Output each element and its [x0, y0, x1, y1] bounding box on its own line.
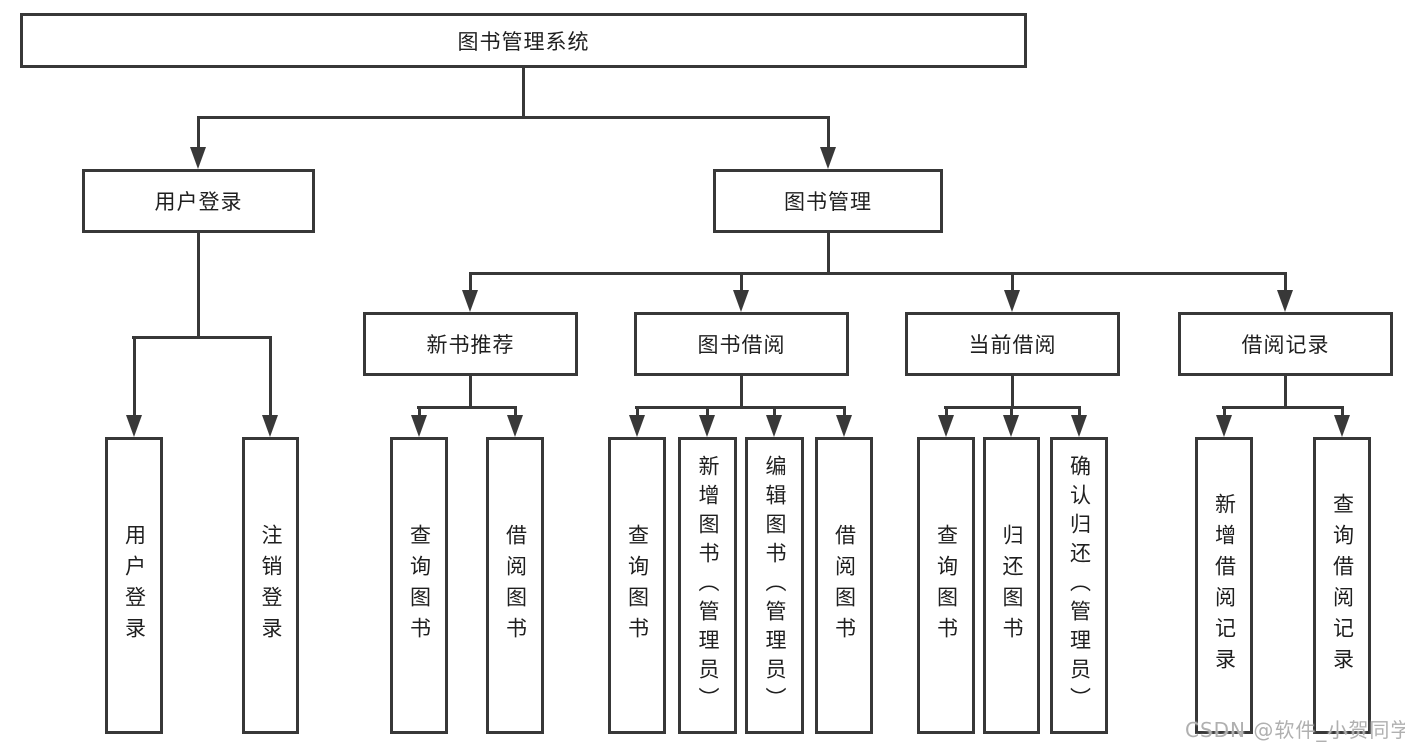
node-label: 图书借阅: [697, 333, 786, 357]
connector-user-login-stem: [197, 233, 200, 339]
connector-book-management-stem: [827, 233, 830, 275]
node-new-book-recommend: 新书推荐: [363, 312, 578, 376]
connector-borrow-records-stem: [1284, 376, 1287, 409]
arrow-to-nb-query-book: [411, 406, 427, 437]
arrow-to-cb-confirm-return: [1071, 406, 1087, 437]
connector-book-management-branch: [469, 272, 1287, 275]
node-label: 用户登录: [122, 523, 147, 648]
arrow-to-bb-add-book: [699, 406, 715, 437]
node-leaf-cb-return-book: 归还图书: [983, 437, 1040, 734]
connector-book-borrow-branch: [635, 406, 846, 409]
node-leaf-bb-borrow-book: 借阅图书: [815, 437, 873, 734]
node-label: 新增图书（管理员）: [696, 455, 720, 716]
node-leaf-nb-borrow-book: 借阅图书: [486, 437, 544, 734]
node-current-borrow: 当前借阅: [905, 312, 1120, 376]
node-leaf-nb-query-book: 查询图书: [390, 437, 448, 734]
arrow-to-borrow-records: [1277, 272, 1293, 312]
node-leaf-bb-query-book: 查询图书: [608, 437, 666, 734]
arrow-to-cb-return-book: [1003, 406, 1019, 437]
arrow-to-br-add-record: [1216, 406, 1232, 437]
node-label: 注销登录: [259, 523, 283, 648]
node-leaf-bb-edit-book-admin: 编辑图书（管理员）: [745, 437, 804, 734]
arrow-to-new-book-recommend: [462, 272, 478, 312]
node-label: 确认归还（管理员）: [1067, 455, 1092, 716]
node-label: 用户登录: [154, 190, 243, 214]
node-label: 查询图书: [407, 523, 432, 648]
connector-new-book-branch: [417, 406, 517, 409]
node-label: 新增借阅记录: [1212, 492, 1237, 679]
arrow-to-bb-query-book: [629, 406, 645, 437]
arrow-to-bb-borrow-book: [836, 406, 852, 437]
node-label: 查询借阅记录: [1330, 492, 1355, 679]
arrow-to-leaf-logout: [262, 336, 278, 437]
node-label: 新书推荐: [426, 333, 515, 357]
node-book-management: 图书管理: [713, 169, 943, 233]
connector-borrow-records-branch: [1222, 406, 1344, 409]
node-label: 查询图书: [934, 523, 959, 648]
connector-root-stem: [522, 68, 525, 119]
connector-user-login-branch: [132, 336, 272, 339]
node-leaf-bb-add-book-admin: 新增图书（管理员）: [678, 437, 737, 734]
node-leaf-br-add-record: 新增借阅记录: [1195, 437, 1253, 734]
node-label: 编辑图书（管理员）: [763, 455, 787, 716]
node-leaf-logout: 注销登录: [242, 437, 299, 734]
csdn-watermark: CSDN @软件_小贺同学: [1185, 718, 1405, 742]
node-leaf-cb-confirm-return-admin: 确认归还（管理员）: [1050, 437, 1108, 734]
node-label: 当前借阅: [968, 333, 1057, 357]
node-library-management-system: 图书管理系统: [20, 13, 1027, 68]
arrow-to-book-borrow: [733, 272, 749, 312]
arrow-to-current-borrow: [1004, 272, 1020, 312]
arrow-to-book-management: [820, 116, 836, 169]
connector-current-borrow-stem: [1011, 376, 1014, 409]
node-label: 查询图书: [625, 523, 650, 648]
connector-book-borrow-stem: [740, 376, 743, 409]
node-label: 图书管理系统: [457, 29, 590, 54]
arrow-to-bb-edit-book: [766, 406, 782, 437]
node-label: 图书管理: [784, 190, 872, 214]
arrow-to-user-login: [190, 116, 206, 169]
node-book-borrow: 图书借阅: [634, 312, 849, 376]
node-label: 借阅记录: [1241, 333, 1330, 357]
node-borrow-records: 借阅记录: [1178, 312, 1393, 376]
connector-current-borrow-branch: [944, 406, 1081, 409]
node-label: 借阅图书: [503, 523, 528, 648]
node-leaf-cb-query-book: 查询图书: [917, 437, 975, 734]
node-label: 借阅图书: [832, 523, 857, 648]
node-label: 归还图书: [1000, 523, 1024, 648]
arrow-to-cb-query-book: [938, 406, 954, 437]
arrow-to-leaf-user-login: [126, 336, 142, 437]
connector-new-book-stem: [469, 376, 472, 409]
node-leaf-br-query-record: 查询借阅记录: [1313, 437, 1371, 734]
node-leaf-user-login: 用户登录: [105, 437, 163, 734]
connector-root-branch: [197, 116, 830, 119]
arrow-to-nb-borrow-book: [507, 406, 523, 437]
node-user-login: 用户登录: [82, 169, 315, 233]
arrow-to-br-query-record: [1334, 406, 1350, 437]
